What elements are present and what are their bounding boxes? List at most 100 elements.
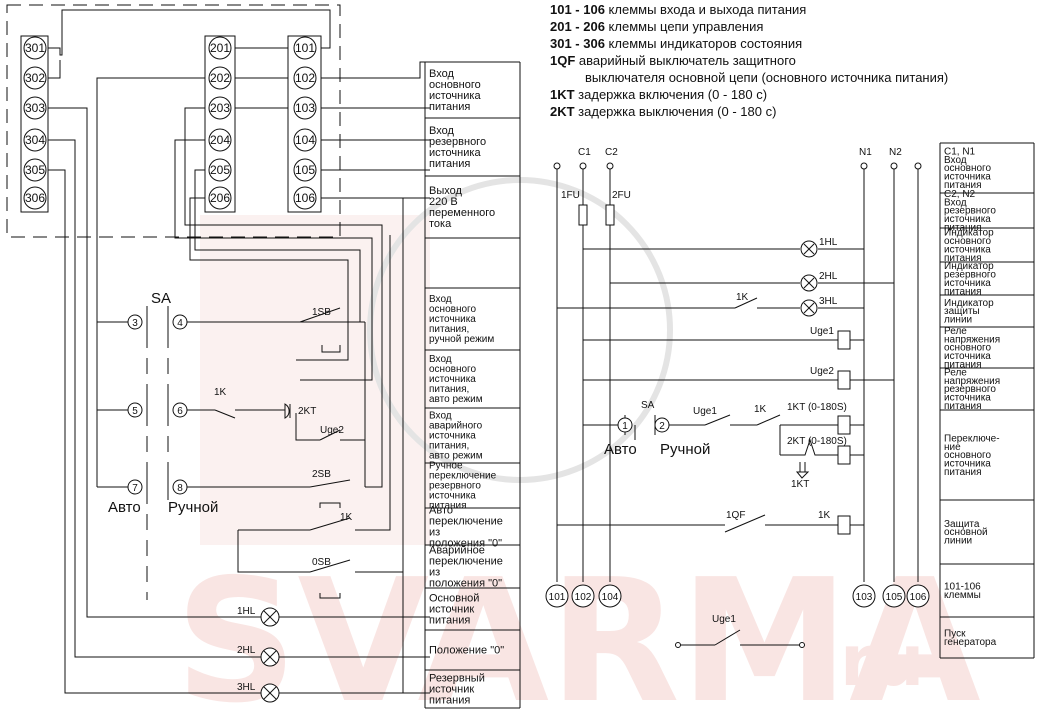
svg-text:7: 7: [132, 483, 138, 494]
svg-text:101: 101: [549, 592, 566, 603]
svg-text:питания: питания: [944, 180, 982, 191]
svg-text:102: 102: [295, 71, 315, 85]
svg-text:6: 6: [177, 406, 183, 417]
lamp-right-1hl: [800, 240, 818, 258]
sa-label: SA: [151, 290, 171, 307]
svg-text:103: 103: [295, 101, 315, 115]
svg-text:104: 104: [602, 592, 619, 603]
legend-line: 1KT задержка включения (0 - 180 с): [550, 87, 767, 102]
svg-text:питания: питания: [944, 401, 982, 412]
watermark: SVARMA ru: [175, 177, 981, 710]
svg-text:тока: тока: [429, 218, 452, 230]
bus-label-N1: N1: [859, 147, 872, 158]
svg-text:резервного: резервного: [429, 136, 486, 148]
right-label-qf1: 1QF: [726, 510, 745, 521]
svg-text:источника: источника: [944, 459, 991, 470]
svg-text:304: 304: [25, 133, 45, 147]
svg-text:Реле: Реле: [944, 367, 967, 378]
svg-text:1: 1: [622, 421, 628, 432]
svg-text:источника: источника: [429, 147, 481, 159]
svg-text:Вход: Вход: [944, 197, 967, 208]
right-label-uge2: Uge2: [810, 366, 834, 377]
svg-text:основного: основного: [944, 236, 991, 247]
right-label-hl3: 3HL: [819, 296, 838, 307]
svg-text:генератора: генератора: [944, 637, 997, 648]
svg-text:питания,: питания,: [429, 441, 469, 452]
svg-text:основной: основной: [944, 527, 988, 538]
sa-contact-3: 3: [127, 314, 143, 330]
bottom-terminal-104: 104: [598, 584, 622, 608]
terminal-block-200: [204, 35, 236, 213]
svg-text:источник: источник: [429, 684, 474, 696]
left-label-k1b: 1K: [340, 512, 353, 523]
svg-text:220 В: 220 В: [429, 196, 458, 208]
svg-text:3: 3: [132, 318, 138, 329]
svg-text:302: 302: [25, 71, 45, 85]
svg-text:источника: источника: [944, 214, 991, 225]
svg-text:положения "0": положения "0": [429, 538, 502, 550]
sa-right-contact-1: 1: [617, 417, 633, 433]
terminal-304: 304: [23, 128, 47, 152]
svg-text:резервного: резервного: [429, 481, 481, 492]
sa-contact-7: 7: [127, 479, 143, 495]
right-label-k1b: 1K: [754, 404, 767, 415]
svg-text:питания: питания: [944, 286, 982, 297]
sa-contact-6: 6: [172, 402, 188, 418]
svg-text:резервного: резервного: [944, 270, 996, 281]
terminal-302: 302: [23, 66, 47, 90]
right-wires: [556, 163, 919, 646]
svg-text:источника: источника: [429, 431, 476, 442]
sa-contact-4: 4: [172, 314, 188, 330]
watermark-text: SVARMA: [175, 543, 981, 710]
terminal-201: 201: [208, 36, 232, 60]
svg-text:переключение: переключение: [429, 556, 503, 568]
fuse-label-1fu: 1FU: [561, 190, 580, 201]
left-table-cell: Ручноепереключениерезервногоисточникапит…: [429, 461, 497, 512]
svg-text:авто режим: авто режим: [429, 394, 483, 405]
svg-text:Положение "0": Положение "0": [429, 645, 504, 657]
relay-coil: [837, 330, 851, 350]
right-label-kt2: 2KT (0-180S): [787, 436, 847, 447]
svg-text:101: 101: [295, 41, 315, 55]
terminal-306: 306: [23, 186, 47, 210]
fuse-1fu: [578, 204, 588, 226]
svg-text:Вход: Вход: [429, 294, 452, 305]
right-label-uge1c: Uge1: [712, 614, 736, 625]
bottom-terminal-105: 105: [882, 584, 906, 608]
svg-text:Индикатор: Индикатор: [944, 298, 994, 309]
svg-text:линии: линии: [944, 315, 972, 326]
svg-text:Авто: Авто: [429, 505, 453, 517]
right-label-auto: Авто: [604, 441, 637, 458]
svg-text:питания: питания: [944, 360, 982, 371]
svg-text:источника: источника: [429, 374, 476, 385]
svg-text:Переключе-: Переключе-: [944, 433, 1000, 444]
right-label-k1c: 1K: [818, 510, 831, 521]
svg-text:Выход: Выход: [429, 185, 462, 197]
svg-text:Пуск: Пуск: [944, 629, 966, 640]
terminal-301: 301: [23, 36, 47, 60]
svg-text:источника: источника: [944, 351, 991, 362]
svg-text:206: 206: [210, 191, 230, 205]
legend-line: выключателя основной цепи (основного ист…: [585, 70, 948, 85]
svg-text:305: 305: [25, 163, 45, 177]
fuse-label-2fu: 2FU: [612, 190, 631, 201]
svg-text:питания,: питания,: [429, 324, 469, 335]
svg-text:Вход: Вход: [429, 354, 452, 365]
svg-text:резервного: резервного: [944, 206, 996, 217]
svg-text:источника: источника: [429, 491, 476, 502]
terminal-204: 204: [208, 128, 232, 152]
right-label-uge1: Uge1: [810, 326, 834, 337]
svg-text:питания: питания: [429, 695, 470, 707]
svg-text:5: 5: [132, 406, 138, 417]
legend-line: 201 - 206 клеммы цепи управления: [550, 19, 763, 34]
svg-text:защиты: защиты: [944, 306, 980, 317]
sa-contact-8: 8: [172, 479, 188, 495]
svg-text:источника: источника: [944, 278, 991, 289]
